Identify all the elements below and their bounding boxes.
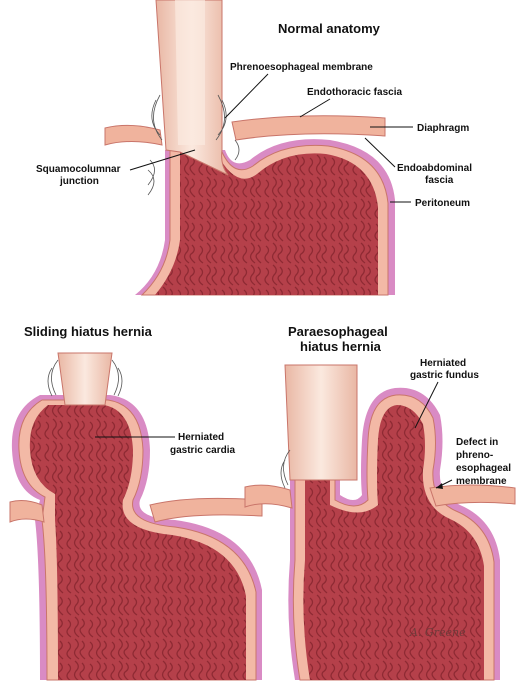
sliding-diaphragm-right [149,497,263,523]
leader-endothoracic [299,98,331,118]
normal-esophagus-lumen [175,0,205,145]
para-fundus-cutout [384,417,419,506]
panel-paraesophageal-hernia: Paraesophageal hiatus hernia Herniated g… [244,324,516,681]
defect-arrowhead-icon [436,483,443,489]
leader-herniated-fundus [414,381,439,429]
para-stomach-mucosa [303,405,484,680]
para-diaphragm-left [244,484,293,509]
sliding-esophagus [57,352,113,406]
label-defect-line1: Defect in [456,437,498,448]
paraesophageal-title-line1: Paraesophageal [288,324,388,339]
label-squamocolumnar: Squamocolumnar [36,164,121,175]
label-endoabdominal: Endoabdominal [397,163,472,174]
sliding-stomach-mucosa [29,405,247,680]
label-fascia: fascia [425,175,454,186]
label-defect-line2: phreno- [456,450,493,461]
label-gastric-fundus: gastric fundus [410,370,479,381]
leader-phrenoesophageal [224,73,269,119]
normal-diaphragm-right [231,115,386,141]
para-diaphragm-right [429,484,516,507]
panel-sliding-hernia: Sliding hiatus hernia Herniated gastric … [9,324,263,681]
sliding-membrane-fibres [47,359,123,397]
label-defect-line4: membrane [456,476,507,487]
paraesophageal-title-line2: hiatus hernia [300,339,382,354]
leader-squamocolumnar [129,149,196,171]
label-diaphragm: Diaphragm [417,123,469,134]
artist-signature: A. Greene [409,626,466,639]
para-esophagus [284,364,358,481]
sliding-hernia-title: Sliding hiatus hernia [24,324,153,339]
label-defect-line3: esophageal [456,463,511,474]
label-peritoneum: Peritoneum [415,198,470,209]
label-gastric-cardia: gastric cardia [170,445,235,456]
sliding-diaphragm-left [9,500,45,523]
normal-anatomy-title: Normal anatomy [278,21,381,36]
label-endothoracic-fascia: Endothoracic fascia [307,87,402,98]
label-phrenoesophageal-membrane: Phrenoesophageal membrane [230,62,373,73]
label-herniated-cardia: Herniated [178,432,224,443]
leader-endoabdominal [364,137,396,168]
normal-diaphragm-left [104,124,163,146]
normal-membrane-fibres [147,94,240,196]
para-membrane-fibres [280,449,291,489]
panel-normal-anatomy: Normal anatomy Phrenoesophageal membrane… [36,0,472,296]
label-herniated-fundus: Herniated [420,358,466,369]
normal-stomach-mucosa [155,150,378,295]
label-junction: junction [59,176,99,187]
